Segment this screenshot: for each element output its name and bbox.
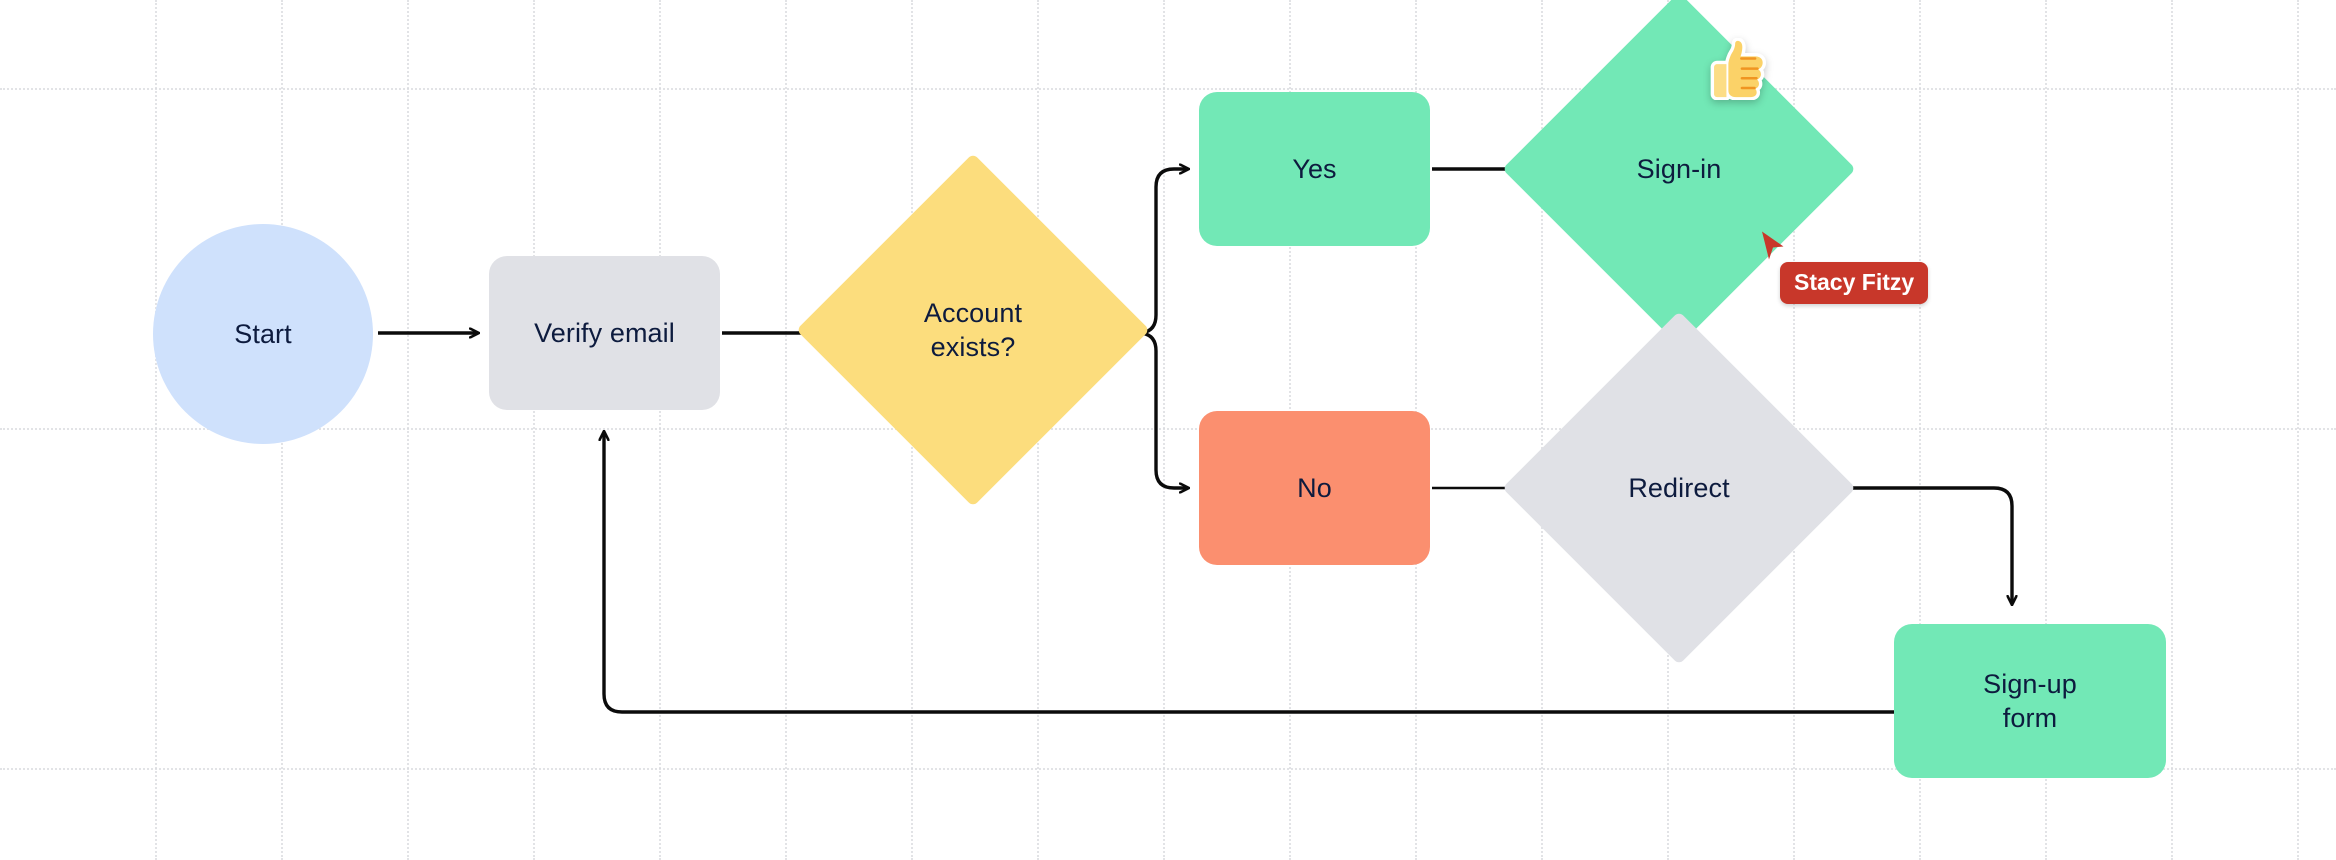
node-no[interactable]: No (1199, 411, 1430, 565)
node-start-label: Start (234, 318, 292, 349)
collaborator-name-label: Stacy Fitzy (1780, 262, 1929, 304)
node-sign-in-label: Sign-in (1636, 153, 1722, 184)
node-sign-up-form-label: Sign-up form (1983, 668, 2077, 733)
edge-redirect-to-signup (1804, 486, 2012, 604)
node-sign-up-form[interactable]: Sign-up form (1894, 624, 2166, 778)
edge-decision-to-yes (1137, 169, 1188, 335)
node-start[interactable]: Start (153, 224, 373, 444)
node-verify-email[interactable]: Verify email (489, 256, 720, 410)
node-account-exists[interactable]: Account exists? (796, 153, 1150, 507)
node-no-label: No (1297, 472, 1332, 503)
edge-signup-back-to-verify (604, 432, 1894, 714)
node-yes-label: Yes (1292, 153, 1337, 184)
node-account-exists-label: Account exists? (923, 297, 1023, 362)
node-redirect[interactable]: Redirect (1502, 311, 1856, 665)
edge-decision-to-no (1137, 331, 1188, 488)
cursor-pointer-icon (1762, 231, 1784, 260)
node-yes[interactable]: Yes (1199, 92, 1430, 246)
node-sign-in[interactable]: Sign-in (1502, 0, 1856, 346)
node-verify-email-label: Verify email (534, 317, 675, 348)
thumbs-up-emoji-icon[interactable] (1709, 38, 1771, 100)
node-redirect-label: Redirect (1628, 472, 1730, 503)
